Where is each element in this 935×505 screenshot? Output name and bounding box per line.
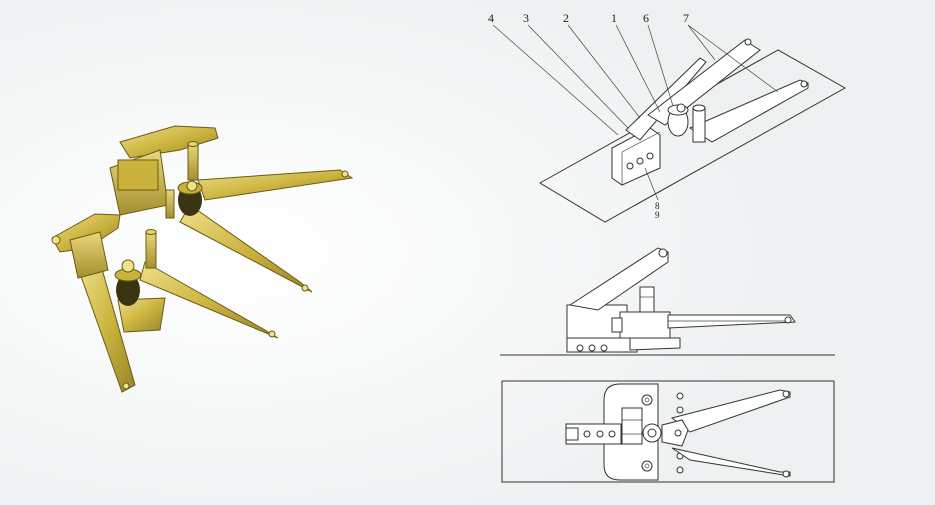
plan-view [501, 380, 835, 483]
callout-6: 6 [643, 11, 649, 25]
hinge-back [109, 125, 354, 293]
callout-8: 8 [655, 201, 660, 211]
hinge-front [51, 213, 279, 393]
isometric-drawing: 4 3 2 1 6 7 8 9 [488, 11, 847, 223]
callout-4: 4 [488, 11, 494, 25]
callout-7: 7 [683, 11, 689, 25]
callout-1: 1 [611, 11, 617, 25]
callout-9: 9 [655, 210, 660, 220]
side-elevation [500, 247, 835, 356]
callout-2: 2 [563, 11, 569, 25]
hinge-photo [51, 125, 354, 393]
plan-frame [501, 380, 835, 483]
callout-3: 3 [523, 11, 529, 25]
